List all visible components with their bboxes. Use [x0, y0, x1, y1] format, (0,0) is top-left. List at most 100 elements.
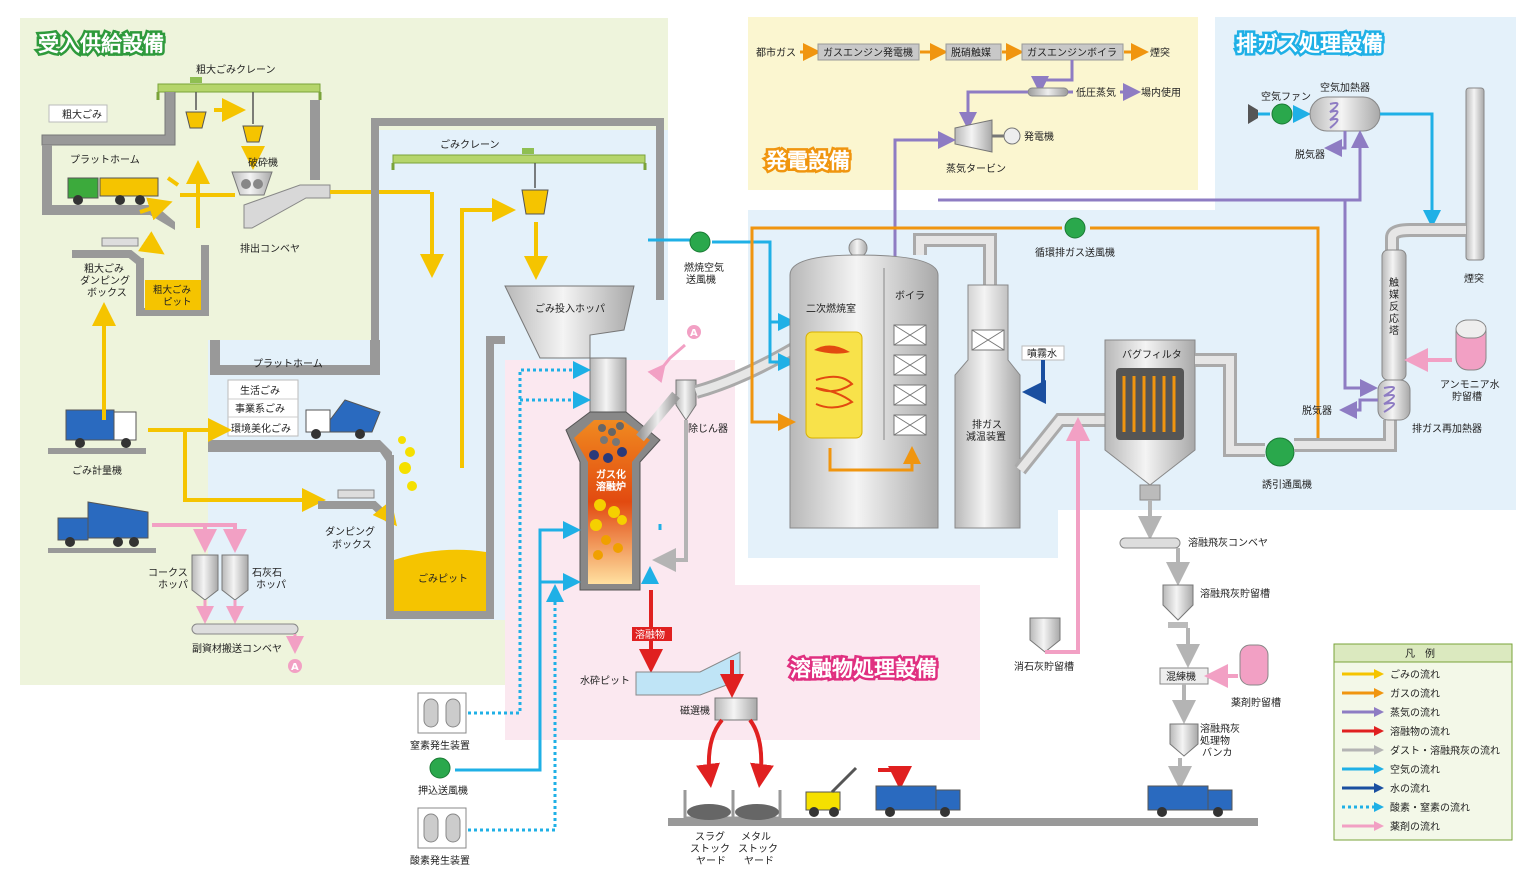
induced-fan [1265, 437, 1295, 467]
legend-arrowhead [1374, 764, 1384, 774]
legend-label: ごみの流れ [1390, 668, 1440, 681]
slag-pile [687, 804, 731, 820]
svg-text:粗大ごみ: 粗大ごみ [84, 262, 124, 275]
svg-text:溶融飛灰: 溶融飛灰 [1200, 722, 1240, 735]
onsite-use-label: 場内使用 [1141, 86, 1181, 99]
svg-text:減温装置: 減温装置 [966, 430, 1006, 443]
air-fan [1271, 103, 1293, 125]
sub-conveyor [191, 623, 299, 635]
bulky-crane-label: 粗大ごみクレーン [196, 63, 276, 76]
svg-text:ホッパ: ホッパ [256, 579, 286, 591]
svg-text:ダンピング: ダンピング [80, 274, 130, 287]
svg-text:貯留槽: 貯留槽 [1452, 390, 1482, 403]
secondary-chamber [789, 254, 939, 529]
marker-a-furnace [687, 325, 701, 339]
svg-text:処理物: 処理物 [1200, 734, 1230, 747]
svg-text:コークス: コークス [148, 567, 188, 579]
waste-crane-rail [392, 154, 646, 164]
garbage-truck-cab [305, 409, 331, 433]
engine-boiler-label: ガスエンジンボイラ [1027, 47, 1117, 59]
bulky-dumping-box [101, 237, 139, 247]
air-fan-inlet [1248, 104, 1258, 124]
svg-text:ボックス: ボックス [332, 539, 372, 551]
legend-arrowhead [1374, 821, 1384, 831]
generator-icon [1003, 127, 1021, 145]
section-title-exhaust: 排ガス処理設備 [1236, 32, 1383, 56]
fly-ash-conveyor [1119, 537, 1181, 549]
discharge-conveyor [243, 184, 331, 229]
combustion-zone [805, 331, 863, 439]
chemical-silo-label: 薬剤貯留槽 [1231, 696, 1281, 709]
bulky-truck-cab [67, 177, 99, 199]
legend-arrowhead [1374, 669, 1384, 679]
boiler-tubes [893, 324, 927, 436]
svg-text:粗大ごみ: 粗大ごみ [153, 284, 191, 296]
combustion-fan [689, 231, 711, 253]
furnace-bed [589, 422, 627, 560]
svg-text:溶融物: 溶融物 [635, 628, 665, 641]
svg-text:粗大ごみ: 粗大ごみ [62, 108, 102, 121]
legend-label: 蒸気の流れ [1390, 706, 1440, 719]
lime-silo [1029, 617, 1061, 653]
svg-text:噴霧水: 噴霧水 [1027, 348, 1057, 360]
scale-truck-cab [113, 411, 137, 441]
svg-text:生活ごみ: 生活ごみ [240, 384, 280, 397]
svg-text:ダンピング: ダンピング [325, 525, 375, 538]
legend-arrowhead [1374, 783, 1384, 793]
platform1-label: プラットホーム [70, 154, 140, 166]
fly-ash-silo-label: 溶融飛灰貯留槽 [1200, 587, 1270, 600]
denox1-label: 脱気器 [1295, 148, 1325, 161]
fly-ash-conveyor-label: 溶融飛灰コンベヤ [1188, 536, 1268, 549]
sub-conveyor-label: 副資材搬送コンベヤ [192, 642, 282, 655]
legend-arrowhead [1374, 802, 1384, 812]
svg-text:ストック: ストック [738, 843, 778, 855]
lime-hopper [221, 554, 249, 601]
legend-label: ダスト・溶融飛灰の流れ [1390, 744, 1500, 757]
legend-label: 酸素・窒素の流れ [1390, 801, 1470, 814]
steam-header [1027, 87, 1069, 97]
legend-items: ごみの流れガスの流れ蒸気の流れ溶融物の流れダスト・溶融飛灰の流れ空気の流れ水の流… [1342, 668, 1500, 833]
svg-text:ヤード: ヤード [744, 856, 774, 867]
slag-truck-cab [935, 789, 961, 811]
svg-text:石灰石: 石灰石 [252, 566, 282, 579]
main-stack [1465, 87, 1485, 261]
legend-arrowhead [1374, 726, 1384, 736]
section-title-melt: 溶融物処理設備 [790, 657, 937, 681]
denitration-box [945, 43, 1002, 61]
svg-text:媒: 媒 [1389, 289, 1399, 301]
scale-truck-body [65, 409, 115, 441]
svg-text:ガス化: ガス化 [596, 468, 626, 481]
waste-grab [521, 189, 549, 215]
svg-text:スラグ: スラグ [695, 830, 725, 843]
reheater-label: 排ガス再加熱器 [1412, 422, 1482, 435]
fly-ash-silo [1162, 584, 1194, 621]
furnace-feed-chute [589, 357, 627, 419]
gas-engine-label: ガスエンジン発電機 [823, 46, 913, 59]
lime-silo-label: 消石灰貯留槽 [1014, 660, 1074, 673]
svg-text:A: A [690, 328, 698, 339]
svg-text:A: A [291, 662, 299, 673]
magnetic-separator [714, 697, 758, 721]
crusher [231, 171, 273, 196]
garbage-truck-body [329, 399, 381, 433]
discharge-conveyor-label: 排出コンベヤ [240, 242, 300, 255]
section-title-reception: 受入供給設備 [38, 32, 164, 56]
legend-box [1333, 643, 1513, 841]
bulky-grab-1 [185, 111, 207, 129]
svg-text:送風機: 送風機 [686, 273, 716, 286]
svg-text:触: 触 [1389, 276, 1399, 289]
svg-text:排ガス: 排ガス [972, 418, 1002, 431]
water-pit-label: 水砕ピット [580, 675, 630, 687]
induced-fan-label: 誘引通風機 [1262, 478, 1312, 491]
dump-truck-cab [57, 517, 89, 541]
reheater [1377, 379, 1411, 421]
slag-truck-body [875, 785, 937, 811]
waste-scale [48, 448, 146, 454]
magnetic-label: 磁選機 [680, 704, 710, 717]
oxygen-label: 酸素発生装置 [410, 854, 470, 867]
bulky-truck-body [99, 177, 159, 197]
steam-turbine-label: 蒸気タービン [946, 162, 1006, 175]
legend-label: 空気の流れ [1390, 763, 1440, 776]
loader [805, 791, 841, 811]
